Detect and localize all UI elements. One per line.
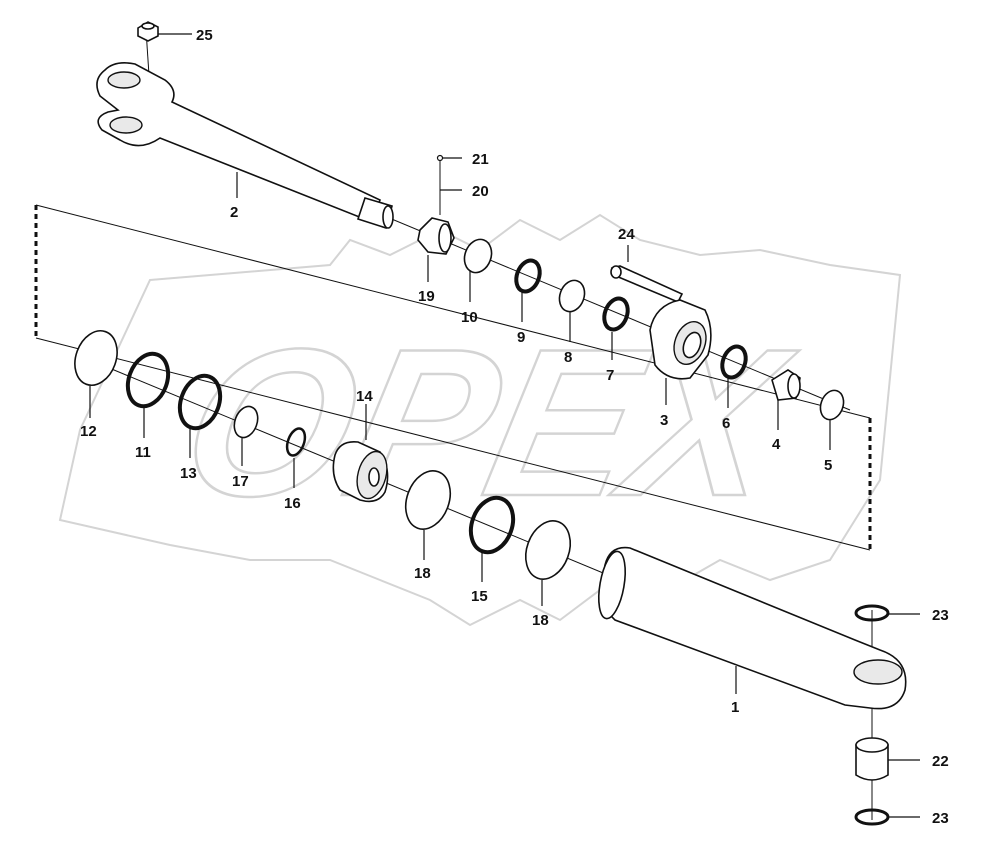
part-18-ring-a bbox=[404, 470, 452, 530]
callout-14: 14 bbox=[356, 388, 373, 405]
callout-15: 15 bbox=[471, 588, 488, 605]
callout-19: 19 bbox=[418, 288, 435, 305]
part-3-cylinder-head bbox=[649, 299, 712, 380]
part-15-seal bbox=[468, 495, 516, 555]
callout-22: 22 bbox=[932, 753, 949, 770]
part-8-ring bbox=[558, 279, 586, 313]
part-11-seal bbox=[125, 351, 171, 409]
part-19-nut bbox=[417, 217, 455, 255]
part-25-grease-fitting bbox=[137, 21, 159, 42]
callout-4: 4 bbox=[772, 436, 781, 453]
opex-watermark: OPEX bbox=[58, 213, 902, 627]
part-22-bushing bbox=[855, 737, 889, 781]
callout-9: 9 bbox=[517, 329, 525, 346]
part-10-ring bbox=[463, 238, 493, 274]
callout-11: 11 bbox=[135, 444, 151, 461]
part-13-seal bbox=[177, 373, 223, 431]
callout-1: 1 bbox=[731, 699, 739, 716]
part-6-seal bbox=[720, 344, 748, 380]
part-5-ring bbox=[819, 389, 845, 421]
callout-7: 7 bbox=[606, 367, 614, 384]
part-16-ring bbox=[285, 427, 307, 457]
callout-23-bottom: 23 bbox=[932, 810, 949, 827]
callout-5: 5 bbox=[824, 457, 832, 474]
watermark-text: OPEX bbox=[165, 305, 810, 539]
callout-labels: 25 2 21 20 19 10 9 8 7 24 3 6 4 5 12 11 … bbox=[80, 27, 949, 827]
callout-23-top: 23 bbox=[932, 607, 949, 624]
part-2-piston-rod bbox=[96, 62, 394, 230]
part-21-pin bbox=[436, 154, 444, 162]
callout-16: 16 bbox=[284, 495, 301, 512]
callout-10: 10 bbox=[461, 309, 478, 326]
callout-18-right: 18 bbox=[532, 612, 549, 629]
assembly-frame bbox=[34, 204, 872, 551]
callout-2: 2 bbox=[230, 204, 238, 221]
callout-17: 17 bbox=[232, 473, 249, 490]
part-18-ring-b bbox=[524, 520, 572, 580]
callout-12: 12 bbox=[80, 423, 97, 440]
callout-24: 24 bbox=[618, 226, 635, 243]
callout-leaders bbox=[89, 33, 920, 818]
part-12-ring bbox=[74, 330, 118, 386]
part-24-bolt bbox=[610, 265, 684, 304]
callout-3: 3 bbox=[660, 412, 668, 429]
part-1-cylinder-barrel bbox=[597, 546, 907, 710]
callout-18-left: 18 bbox=[414, 565, 431, 582]
callout-6: 6 bbox=[722, 415, 730, 432]
part-9-seal bbox=[514, 258, 542, 294]
part-17-bushing bbox=[233, 405, 259, 439]
part-7-seal bbox=[602, 296, 630, 332]
callout-13: 13 bbox=[180, 465, 197, 482]
callout-20: 20 bbox=[472, 183, 489, 200]
part-14-piston bbox=[332, 440, 389, 503]
callout-21: 21 bbox=[472, 151, 489, 168]
part-4-bushing bbox=[771, 369, 801, 401]
part-23-ring-top bbox=[854, 604, 890, 622]
callout-8: 8 bbox=[564, 349, 572, 366]
callout-25: 25 bbox=[196, 27, 213, 44]
